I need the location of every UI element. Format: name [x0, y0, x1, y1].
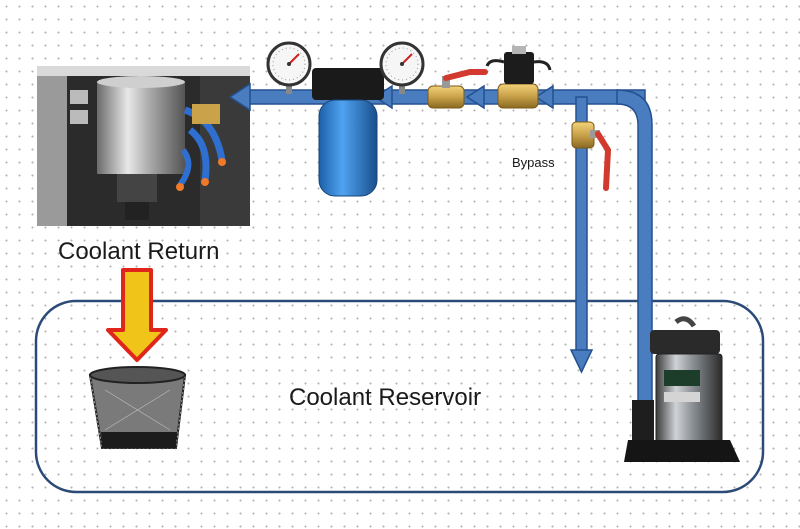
coolant-reservoir-outline: [34, 299, 765, 494]
pressure-gauge-icon: [266, 41, 312, 94]
bypass-pipe: [569, 96, 594, 374]
ball-valve-icon: [427, 69, 488, 109]
cnc-spindle-photo: [37, 66, 250, 226]
pressure-gauge-icon: [379, 41, 425, 94]
flow-arrow-head: [569, 349, 594, 374]
bypass-label: Bypass: [512, 155, 555, 170]
coolant-return-label: Coolant Return: [58, 238, 220, 265]
sump-pump-icon: [624, 316, 740, 462]
ball-valve-icon: [571, 121, 612, 191]
flow-arrow-head: [228, 82, 251, 112]
solenoid-valve-icon: [485, 46, 552, 109]
wastebasket-icon: [88, 366, 187, 449]
water-filter-icon: [312, 68, 384, 197]
coolant-reservoir-label: Coolant Reservoir: [289, 384, 482, 411]
flow-arrow-head: [465, 84, 485, 110]
flow-arrow-head: [534, 84, 554, 110]
down-arrow-icon: [106, 268, 168, 362]
